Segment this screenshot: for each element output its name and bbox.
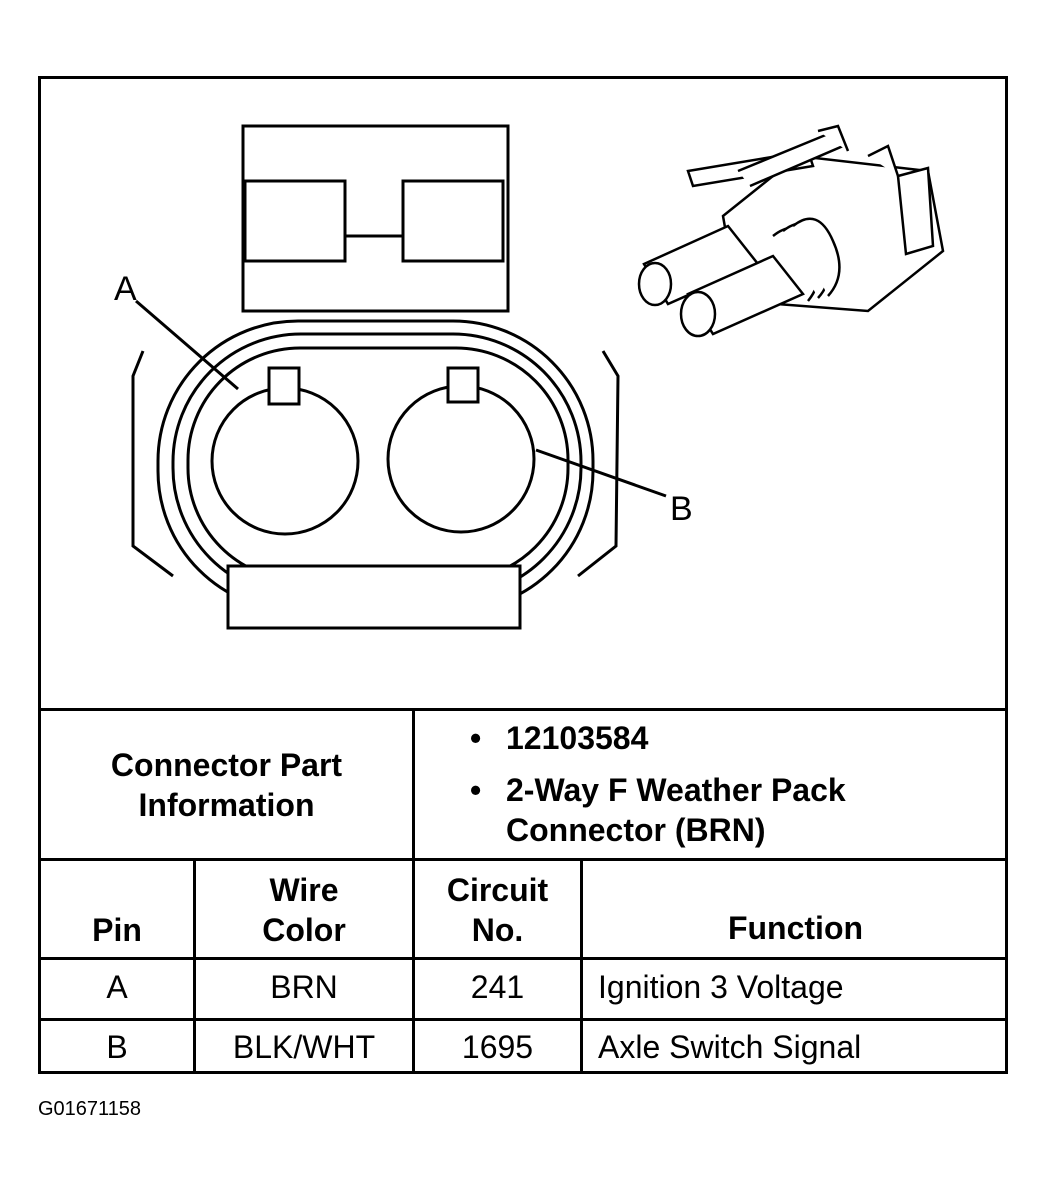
figure-id: G01671158	[38, 1098, 142, 1120]
connector-info-label: Connector Part Information	[110, 747, 343, 823]
info-divider	[412, 708, 415, 1074]
pin-a-cell: A	[106, 969, 128, 1005]
connector-face-drawing: A B	[114, 124, 945, 630]
column-header-function: Function	[727, 910, 864, 946]
column-header-circuit: Circuit No.	[446, 872, 549, 948]
callout-label-b: B	[670, 490, 693, 528]
column-divider-circuit	[580, 858, 583, 1074]
connector-description-continued: Connector (BRN)	[506, 812, 766, 848]
pin-b-circuit: 1695	[461, 1029, 534, 1065]
connector-part-number: •12103584	[470, 720, 649, 756]
pin-b-wire-color: BLK/WHT	[232, 1029, 376, 1065]
header-bottom-rule	[38, 957, 1008, 960]
pin-b-cell: B	[106, 1029, 128, 1065]
diagram-frame	[38, 76, 1008, 1074]
row-divider	[38, 1018, 1008, 1021]
pin-b-function: Axle Switch Signal	[598, 1029, 862, 1065]
callout-label-a: A	[114, 270, 137, 308]
pin-a-wire-color: BRN	[270, 969, 338, 1005]
pin-a-circuit: 241	[470, 969, 525, 1005]
column-header-wire-color: Wire Color	[262, 872, 346, 948]
connector-perspective-illustration	[637, 124, 945, 338]
column-divider-pin	[193, 858, 196, 1074]
pin-a-function: Ignition 3 Voltage	[598, 969, 844, 1005]
column-header-pin: Pin	[92, 912, 142, 948]
connector-description: •2-Way F Weather Pack	[470, 772, 846, 808]
header-top-rule	[38, 858, 1008, 861]
table-top-rule	[38, 708, 1008, 711]
